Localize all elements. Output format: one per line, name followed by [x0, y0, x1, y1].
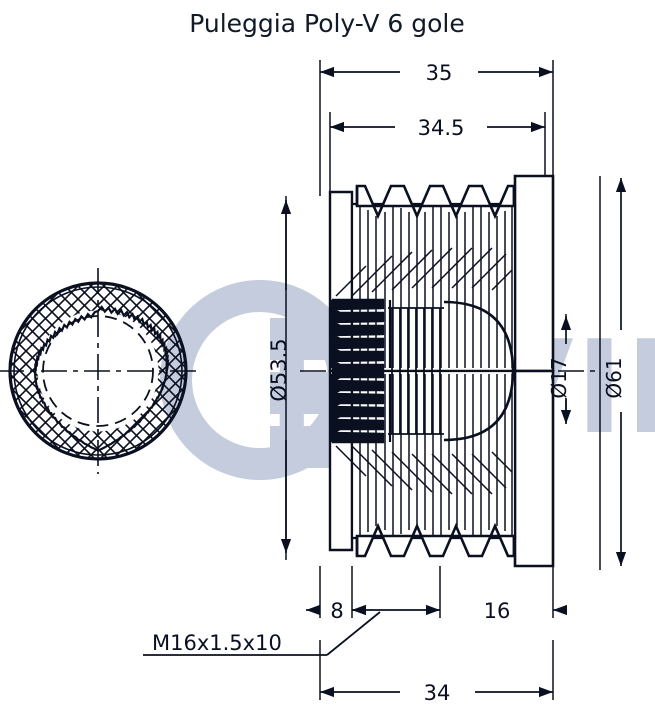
dim-35: 35 [320, 61, 553, 85]
thread-callout-label: M16x1.5x10 [152, 631, 282, 655]
leader-line-to-thread-depth [326, 611, 381, 656]
thread-callout: M16x1.5x10 [143, 611, 381, 656]
inner-sleeve-bottom [388, 372, 444, 435]
poly-v-grooves-top [355, 184, 516, 220]
body-hatching-bottom [335, 445, 513, 495]
cross-section-view [300, 174, 600, 568]
dim-34-5: 34.5 [330, 116, 545, 140]
dim-34-5-label: 34.5 [418, 116, 465, 140]
dim-34: 34 [320, 681, 553, 705]
poly-v-grooves-bottom [355, 522, 516, 558]
dim-8: 8 [306, 599, 367, 623]
dim-d61-label: Ø61 [602, 357, 626, 398]
dim-8-label: 8 [330, 599, 343, 623]
dim-35-label: 35 [426, 61, 453, 85]
inner-sleeve-top [388, 307, 444, 370]
dimension-layer: 35 34.5 Ø53.5 Ø17 Ø61 [143, 60, 627, 705]
bore-fillet-bottom [443, 371, 515, 442]
serrated-bore-edge [34, 305, 170, 452]
thread-teeth-top [328, 298, 385, 372]
front-circular-view [0, 268, 198, 474]
dim-d17: Ø17 [547, 316, 572, 424]
dim-d53-5: Ø53.5 [267, 200, 292, 553]
dim-16: 16 [484, 599, 568, 623]
section-upper-half [328, 174, 555, 373]
body-hatching-top [335, 247, 513, 297]
page-title: Puleggia Poly-V 6 gole [189, 9, 465, 38]
section-lower-half [328, 369, 555, 568]
dim-d61: Ø61 [602, 178, 627, 566]
dim-d17-label: Ø17 [547, 357, 571, 398]
dim-d53-5-label: Ø53.5 [267, 338, 291, 401]
dim-34-label: 34 [424, 681, 451, 705]
dim-16-label: 16 [484, 599, 511, 623]
bore-fillet-top [443, 300, 515, 371]
center-cross [0, 268, 198, 474]
thread-teeth-bottom [328, 370, 385, 444]
